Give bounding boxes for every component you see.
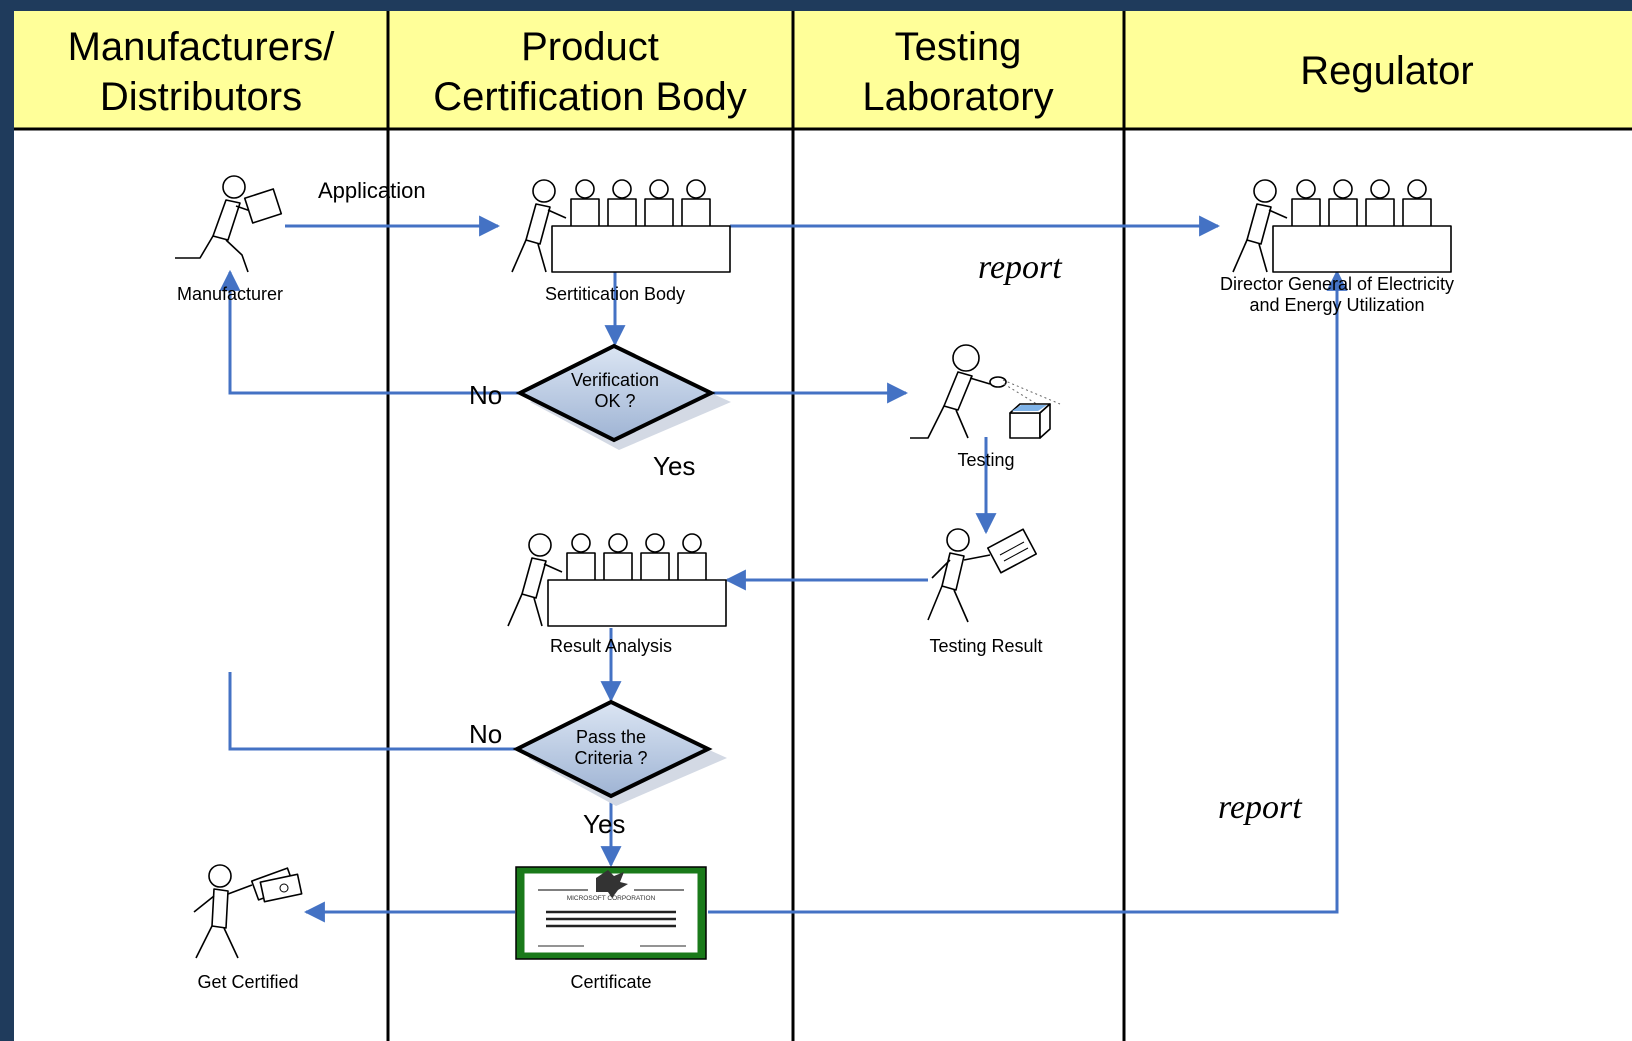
testing-figure-icon xyxy=(910,344,1061,439)
lane-title-regulator: Regulator xyxy=(1300,49,1473,93)
node-label-get-certified: Get Certified xyxy=(197,972,298,992)
edge-label-no-1: No xyxy=(469,380,502,410)
node-label-director-line1: Director General of Electricity xyxy=(1220,274,1454,294)
lane-title-testing: Testing xyxy=(895,25,1022,69)
decision-label-verification-line1: Verification xyxy=(571,370,659,390)
edge-label-yes-1: Yes xyxy=(653,451,695,481)
certification-body-committee-icon xyxy=(511,179,731,273)
get-certified-figure-icon xyxy=(193,864,303,959)
regulator-committee-icon xyxy=(1232,179,1452,273)
lane-title-distributors: Distributors xyxy=(100,75,302,119)
decision-label-pass-line2: Criteria ? xyxy=(574,748,647,768)
lane-title-laboratory: Laboratory xyxy=(862,75,1053,119)
testing-result-figure-icon xyxy=(927,528,1038,623)
node-label-manufacturer: Manufacturer xyxy=(177,284,283,304)
manufacturer-figure-icon xyxy=(175,175,283,273)
node-label-testing-result: Testing Result xyxy=(929,636,1042,656)
certificate-header-text: MICROSOFT CORPORATION xyxy=(567,895,656,902)
certificate-icon: MICROSOFT CORPORATION xyxy=(515,866,707,960)
arrow-certificate-report xyxy=(708,269,1348,914)
node-label-certification-body: Sertitication Body xyxy=(545,284,685,304)
decision-label-pass-line1: Pass the xyxy=(576,727,646,747)
node-label-result-analysis: Result Analysis xyxy=(550,636,672,656)
header-band xyxy=(14,11,1632,129)
arrow-verification-no xyxy=(219,269,520,395)
node-label-director-line2: and Energy Utilization xyxy=(1249,295,1424,315)
result-analysis-committee-icon xyxy=(507,533,727,627)
edge-label-application: Application xyxy=(318,178,426,203)
decision-label-verification-line2: OK ? xyxy=(594,391,635,411)
node-label-testing: Testing xyxy=(957,450,1014,470)
lane-title-manufacturers: Manufacturers/ xyxy=(68,25,336,69)
lane-title-product: Product xyxy=(521,25,659,69)
node-label-certificate: Certificate xyxy=(570,972,651,992)
arrow-pass-no xyxy=(228,672,517,751)
edge-label-report-2: report xyxy=(1218,789,1303,826)
edge-label-no-2: No xyxy=(469,719,502,749)
lane-title-certification-body: Certification Body xyxy=(433,75,746,119)
verification-decision xyxy=(515,343,716,443)
edge-label-report-1: report xyxy=(978,249,1063,286)
pass-decision xyxy=(512,699,713,799)
edge-label-yes-2: Yes xyxy=(583,809,625,839)
